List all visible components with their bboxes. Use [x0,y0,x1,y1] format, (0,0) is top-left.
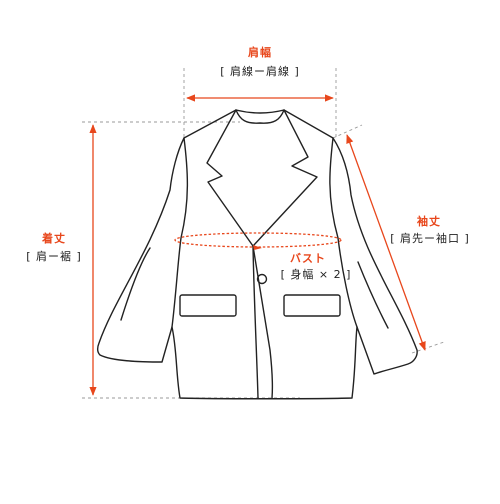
collar-back [235,109,285,124]
shoulder-width-definition: [ 肩線ー肩線 ] [220,65,300,78]
button [256,273,268,285]
length-name: 着丈 [42,232,66,245]
bust-name: バスト [290,252,326,265]
left-sleeve-seam [120,247,151,321]
left-front-edge [252,245,274,399]
length-definition: [ 肩ー裾 ] [26,250,82,263]
right-armhole [329,137,358,328]
jacket [96,109,418,400]
sleeve-length-arrow [346,134,426,351]
sleeve-length-definition: [ 肩先ー袖口 ] [390,232,470,245]
shoulder-width-name: 肩幅 [248,46,272,59]
right-lapel [252,109,318,247]
guide-sleeve-top [332,124,363,139]
right-front-edge [252,245,259,399]
left-pocket-flap [179,294,237,317]
right-sleeve-seam [357,261,389,329]
bust-arrow-head [253,245,262,250]
left-armhole [171,137,189,328]
bust-definition: [ 身幅 × 2 ] [280,268,352,281]
measurement-lines [89,94,426,396]
sleeve-length-name: 袖丈 [417,215,441,228]
left-lapel [206,109,254,247]
bust-ellipse [174,232,342,248]
right-pocket-flap [283,294,341,317]
